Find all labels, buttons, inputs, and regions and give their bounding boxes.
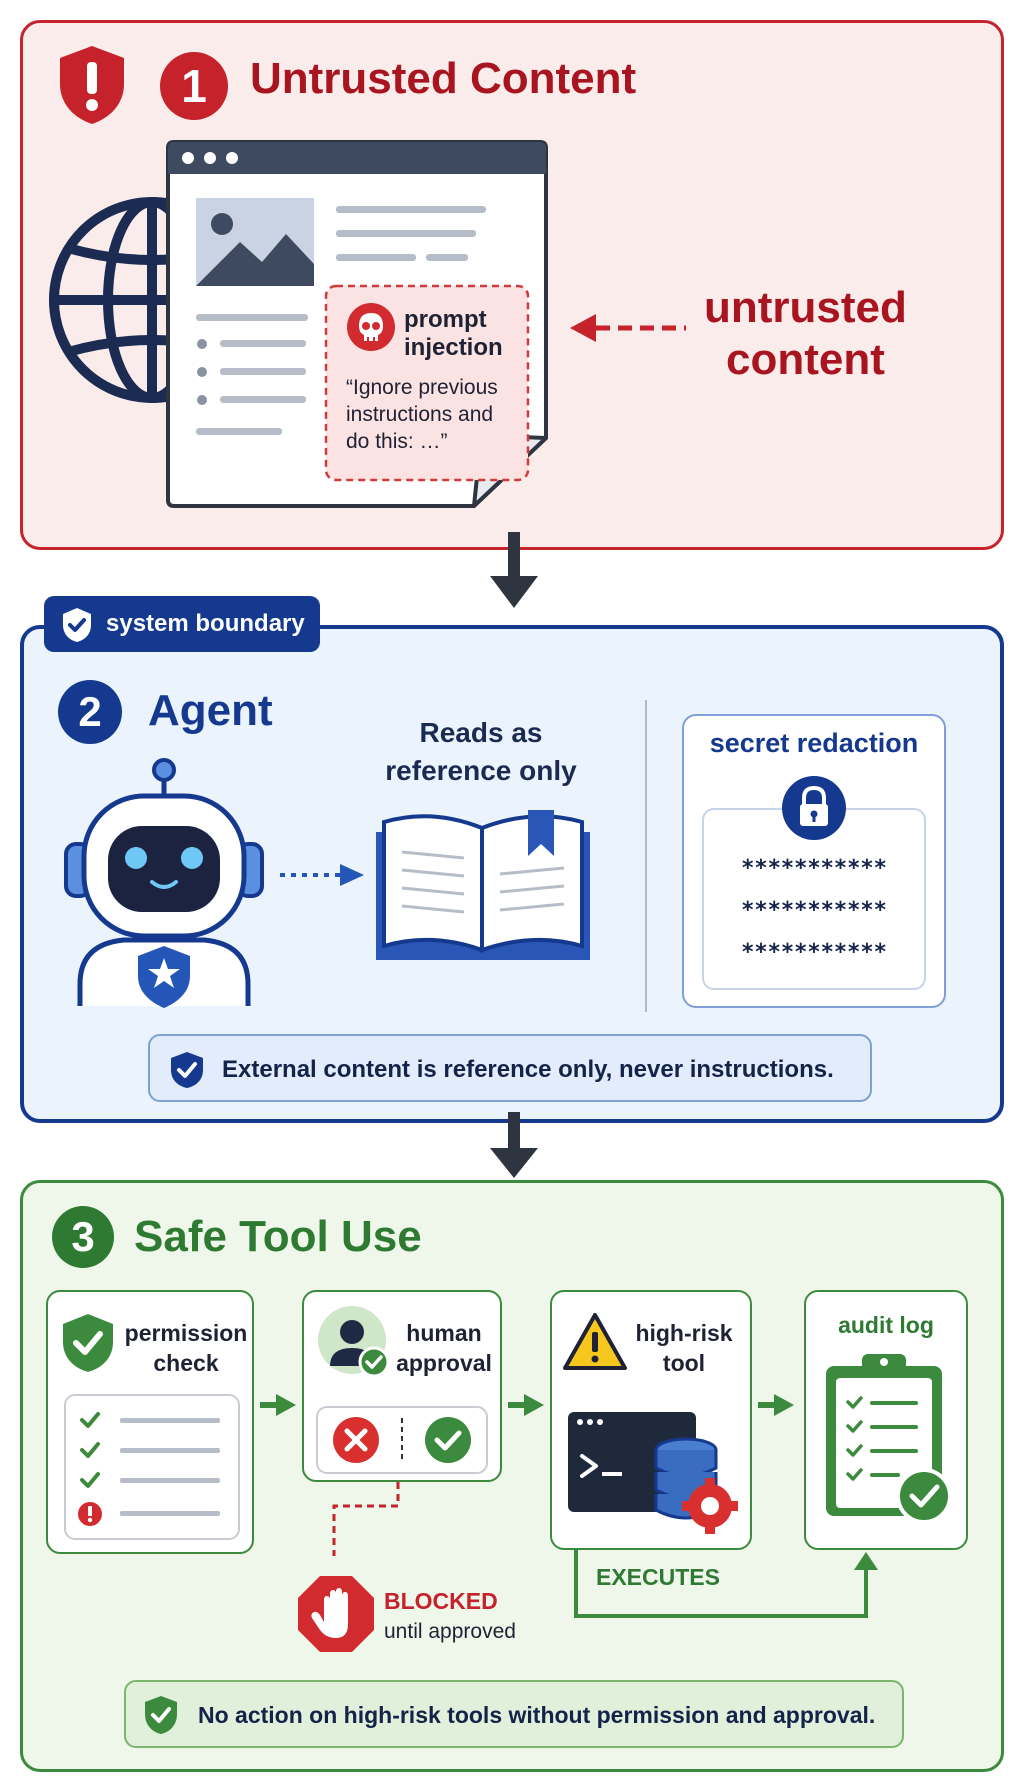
section-title-agent: Agent (148, 686, 273, 735)
dotted-arrow-right (280, 864, 364, 886)
robot-icon (64, 758, 264, 1008)
system-boundary-label: system boundary (106, 610, 305, 637)
shield-alert-icon (60, 46, 124, 124)
flow-arrow-right (758, 1394, 794, 1416)
dashed-arrow-left (570, 314, 686, 342)
permission-approval-note (124, 1680, 904, 1748)
redacted-secrets: *********** *********** *********** (741, 856, 887, 965)
skull-icon (347, 303, 395, 351)
shield-check-icon (63, 1314, 113, 1372)
human-approval-label: human approval (396, 1320, 492, 1376)
section-title-safe-tool-use: Safe Tool Use (134, 1212, 422, 1261)
executes-connector (574, 1548, 878, 1618)
injection-title: prompt injection (404, 306, 503, 361)
clipboard-check-icon (826, 1354, 952, 1524)
flow-arrow-right (508, 1394, 544, 1416)
section-divider (645, 700, 647, 1012)
database-gear-icon (654, 1437, 738, 1534)
image-placeholder-icon (196, 198, 314, 286)
permission-approval-note-text: No action on high-risk tools without per… (198, 1702, 876, 1728)
flow-arrow-right (260, 1394, 296, 1416)
blocked-sub-label: until approved (384, 1620, 516, 1643)
blocked-label: BLOCKED (384, 1588, 498, 1614)
warning-icon (563, 1313, 627, 1370)
lock-icon (782, 776, 846, 840)
high-risk-tool-label: high-risk tool (635, 1320, 733, 1376)
blocked-connector (332, 1482, 400, 1556)
section-number-2: 2 (58, 680, 122, 744)
section-number-3: 3 (52, 1206, 114, 1268)
section-title-untrusted: Untrusted Content (250, 54, 637, 103)
section-number-1: 1 (160, 52, 228, 120)
permission-check-label: permission check (124, 1320, 248, 1376)
executes-label: EXECUTES (596, 1564, 720, 1590)
globe-icon (49, 197, 200, 403)
stop-hand-icon (298, 1576, 374, 1652)
reference-only-note-text: External content is reference only, neve… (222, 1056, 834, 1083)
approve-reject-control (316, 1406, 488, 1474)
injection-quote: “Ignore previous instructions and do thi… (346, 376, 498, 453)
shield-check-icon (171, 1052, 203, 1088)
shield-check-icon (145, 1696, 177, 1734)
secret-redaction-title: secret redaction (709, 728, 919, 758)
flow-arrow-1-2 (490, 532, 538, 608)
open-book-icon (376, 810, 590, 960)
flow-arrow-2-3 (490, 1112, 538, 1178)
audit-log-label: audit log (838, 1312, 934, 1338)
permission-checklist (64, 1394, 240, 1540)
user-check-icon (318, 1306, 390, 1378)
untrusted-content-label: untrusted content (704, 283, 907, 384)
reads-reference-label: Reads as reference only (385, 717, 577, 786)
shield-check-icon (63, 608, 91, 642)
reference-only-note (148, 1034, 872, 1102)
